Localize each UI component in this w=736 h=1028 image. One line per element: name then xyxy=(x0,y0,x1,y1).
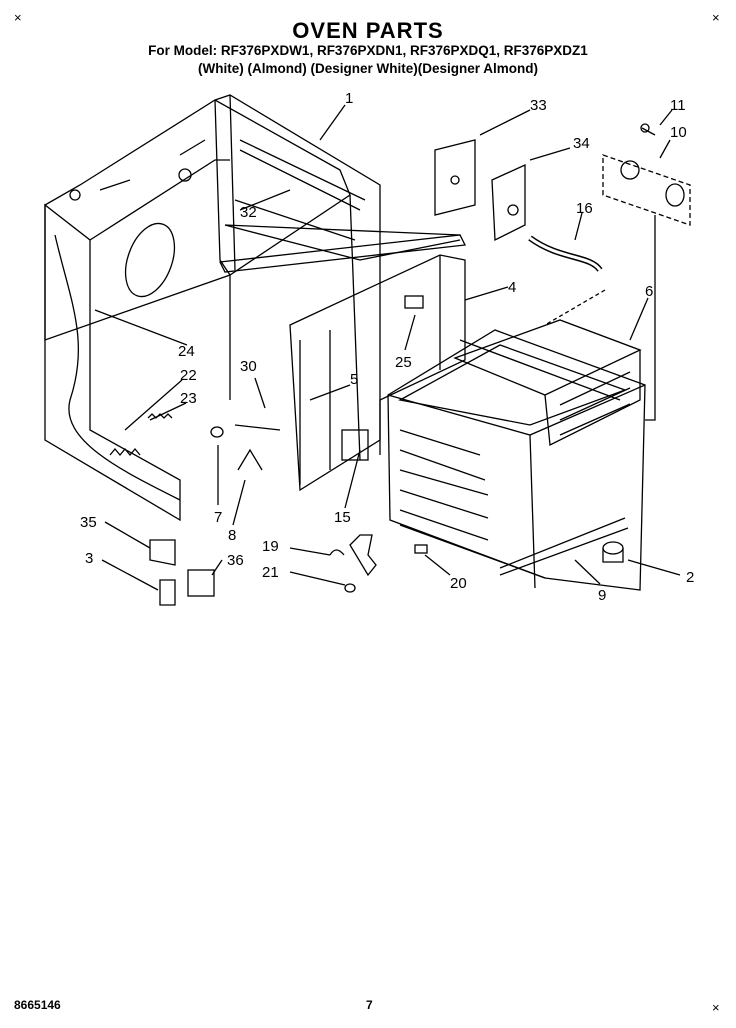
corner-mark-top-left: × xyxy=(14,10,22,25)
oven-frame xyxy=(44,94,466,522)
callout-4: 4 xyxy=(508,279,516,296)
page-number: 7 xyxy=(366,998,373,1012)
callout-2: 2 xyxy=(686,569,694,586)
callout-5: 5 xyxy=(350,371,358,388)
color-variants: (White) (Almond) (Designer White)(Design… xyxy=(198,61,538,76)
callout-30: 30 xyxy=(240,358,257,375)
model-numbers: For Model: RF376PXDW1, RF376PXDN1, RF376… xyxy=(148,43,588,58)
callout-19: 19 xyxy=(262,538,279,555)
callout-11: 11 xyxy=(670,97,686,114)
callout-21: 21 xyxy=(262,564,279,581)
callout-15: 15 xyxy=(334,509,351,526)
leader-lines xyxy=(94,104,681,591)
corner-mark-top-right: × xyxy=(712,10,720,25)
callout-22: 22 xyxy=(180,367,197,384)
callout-32: 32 xyxy=(240,204,257,221)
rack-assembly xyxy=(453,319,642,447)
callout-7: 7 xyxy=(214,509,222,526)
callout-10: 10 xyxy=(670,124,687,141)
callout-8: 8 xyxy=(228,527,236,544)
page-title: OVEN PARTS xyxy=(292,18,444,43)
corner-mark-bottom-right: × xyxy=(712,1000,720,1015)
callout-34: 34 xyxy=(573,135,590,152)
front-frame xyxy=(289,254,466,492)
callout-20: 20 xyxy=(450,575,467,592)
callout-23: 23 xyxy=(180,390,197,407)
callout-3: 3 xyxy=(85,550,93,567)
callout-33: 33 xyxy=(530,97,547,114)
small-parts xyxy=(54,123,691,606)
callout-9: 9 xyxy=(598,587,606,604)
callout-24: 24 xyxy=(178,343,195,360)
callout-labels: 1 33 34 11 10 16 4 6 25 5 30 22 23 24 32… xyxy=(80,90,694,604)
callout-25: 25 xyxy=(395,354,412,371)
callout-6: 6 xyxy=(645,283,653,300)
callout-1: 1 xyxy=(345,90,353,107)
oven-liner xyxy=(387,329,646,591)
document-number: 8665146 xyxy=(14,998,61,1012)
callout-16: 16 xyxy=(576,200,593,217)
callout-35: 35 xyxy=(80,514,97,531)
callout-36: 36 xyxy=(227,552,244,569)
